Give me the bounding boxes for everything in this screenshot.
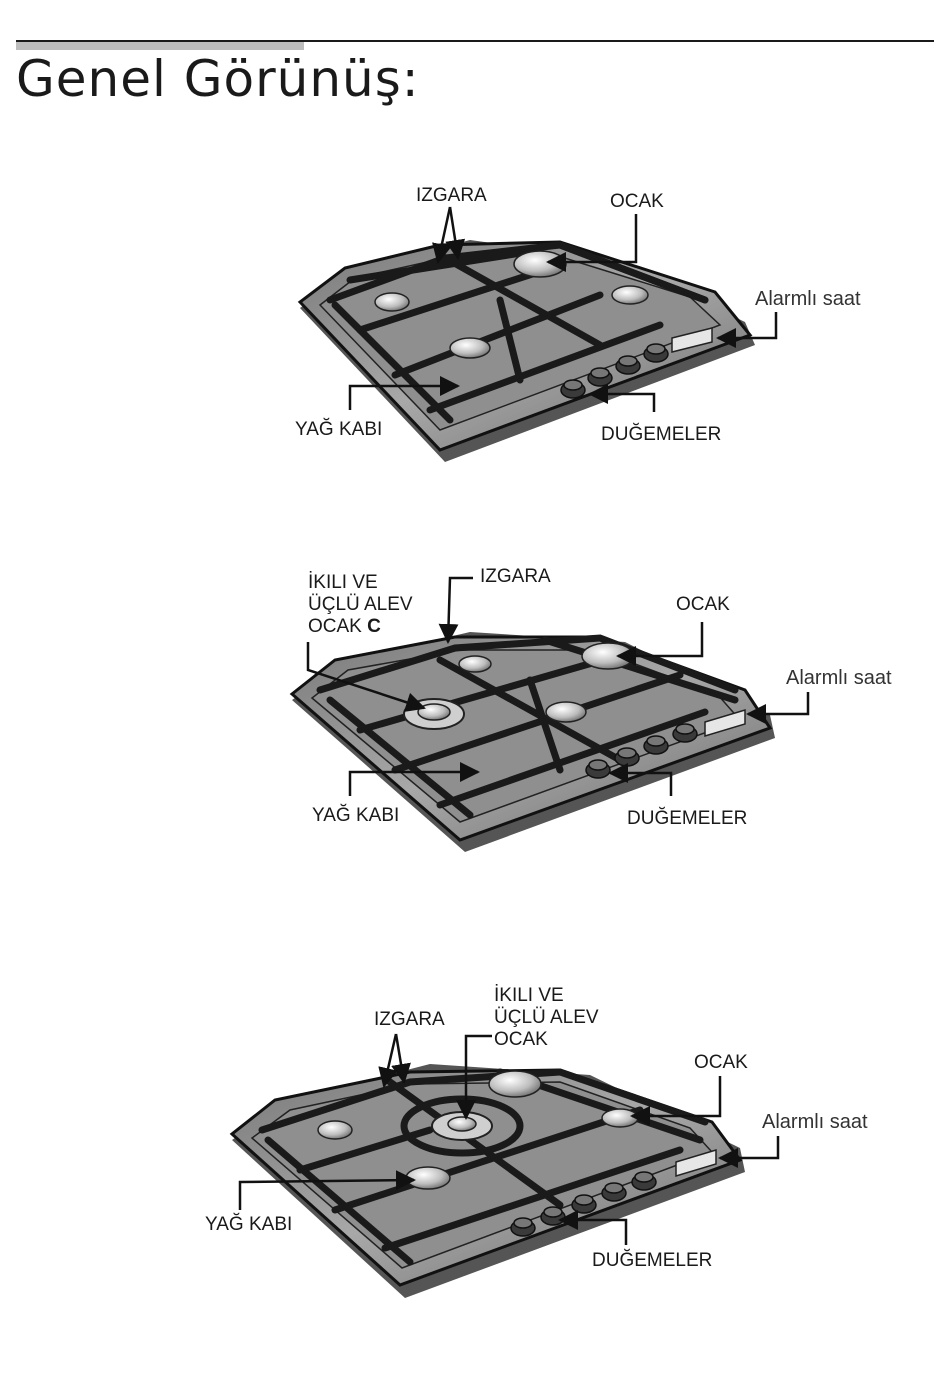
hob-illustration-3: [0, 0, 950, 1300]
label-drip-tray: YAĞ KABI: [205, 1214, 292, 1236]
hob-diagram-3: İKILI VE ÜÇLÜ ALEV OCAK IZGARA OCAK Alar…: [0, 0, 950, 1300]
label-knobs: DUĞEMELER: [592, 1250, 712, 1272]
label-dual-burner-line2: ÜÇLÜ ALEV: [494, 1007, 599, 1029]
label-alarm-clock: Alarmlı saat: [762, 1111, 868, 1133]
label-dual-burner-line1: İKILI VE: [494, 985, 599, 1007]
burner-front: [406, 1167, 450, 1189]
burner-wok: [448, 1117, 476, 1131]
label-grate: IZGARA: [374, 1009, 445, 1031]
label-dual-burner-line3: OCAK: [494, 1029, 599, 1051]
burner-small-left: [318, 1121, 352, 1139]
burner-large: [489, 1071, 541, 1097]
burner-right: [602, 1109, 638, 1127]
label-dual-burner: İKILI VE ÜÇLÜ ALEV OCAK: [494, 985, 599, 1051]
label-burner: OCAK: [694, 1052, 748, 1074]
